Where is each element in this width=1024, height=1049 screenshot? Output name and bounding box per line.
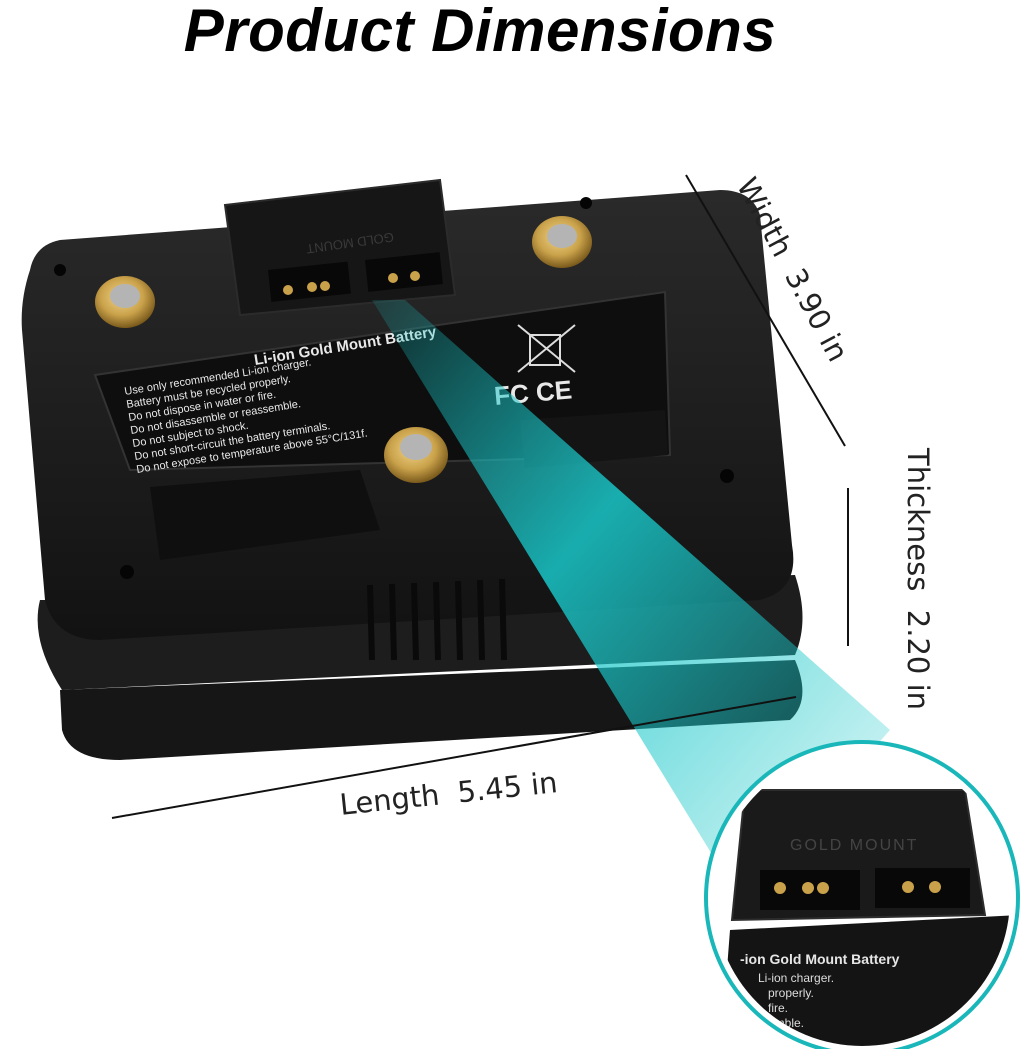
recess-panel-left: [150, 470, 380, 560]
screw-hole: [120, 565, 134, 579]
brass-stud: [547, 224, 577, 248]
screw-hole: [580, 197, 592, 209]
zoom-line: properly.: [768, 986, 814, 1000]
pin: [283, 285, 293, 295]
thickness-label: Thickness 2.20 in: [901, 448, 935, 710]
thickness-value: 2.20 in: [901, 609, 935, 711]
screw-hole: [720, 469, 734, 483]
zoom-label-title: -ion Gold Mount Battery: [740, 951, 900, 967]
brass-stud: [110, 284, 140, 308]
pin: [410, 271, 420, 281]
zoom-line: fire.: [768, 1001, 788, 1015]
length-line: [111, 696, 797, 819]
zoom-engraving: GOLD MOUNT: [790, 837, 918, 854]
connector-port-right: [364, 252, 443, 292]
pin: [320, 281, 330, 291]
pin: [388, 273, 398, 283]
brass-stud: [400, 434, 432, 460]
side-vents: [367, 578, 507, 661]
brass-studs: [95, 216, 592, 483]
page-title: Product Dimensions: [183, 0, 777, 64]
zoom-beam: [372, 300, 890, 900]
recycle-bin-icon: [517, 324, 576, 373]
pin: [307, 282, 317, 292]
zoom-detail: GOLD MOUNT -ion Gold Mount Battery Li-io…: [704, 740, 1020, 1049]
screw-hole: [54, 264, 66, 276]
thickness-name: Thickness: [901, 448, 935, 592]
width-line: [685, 174, 846, 447]
zoom-line: Li-ion charger.: [758, 971, 834, 985]
